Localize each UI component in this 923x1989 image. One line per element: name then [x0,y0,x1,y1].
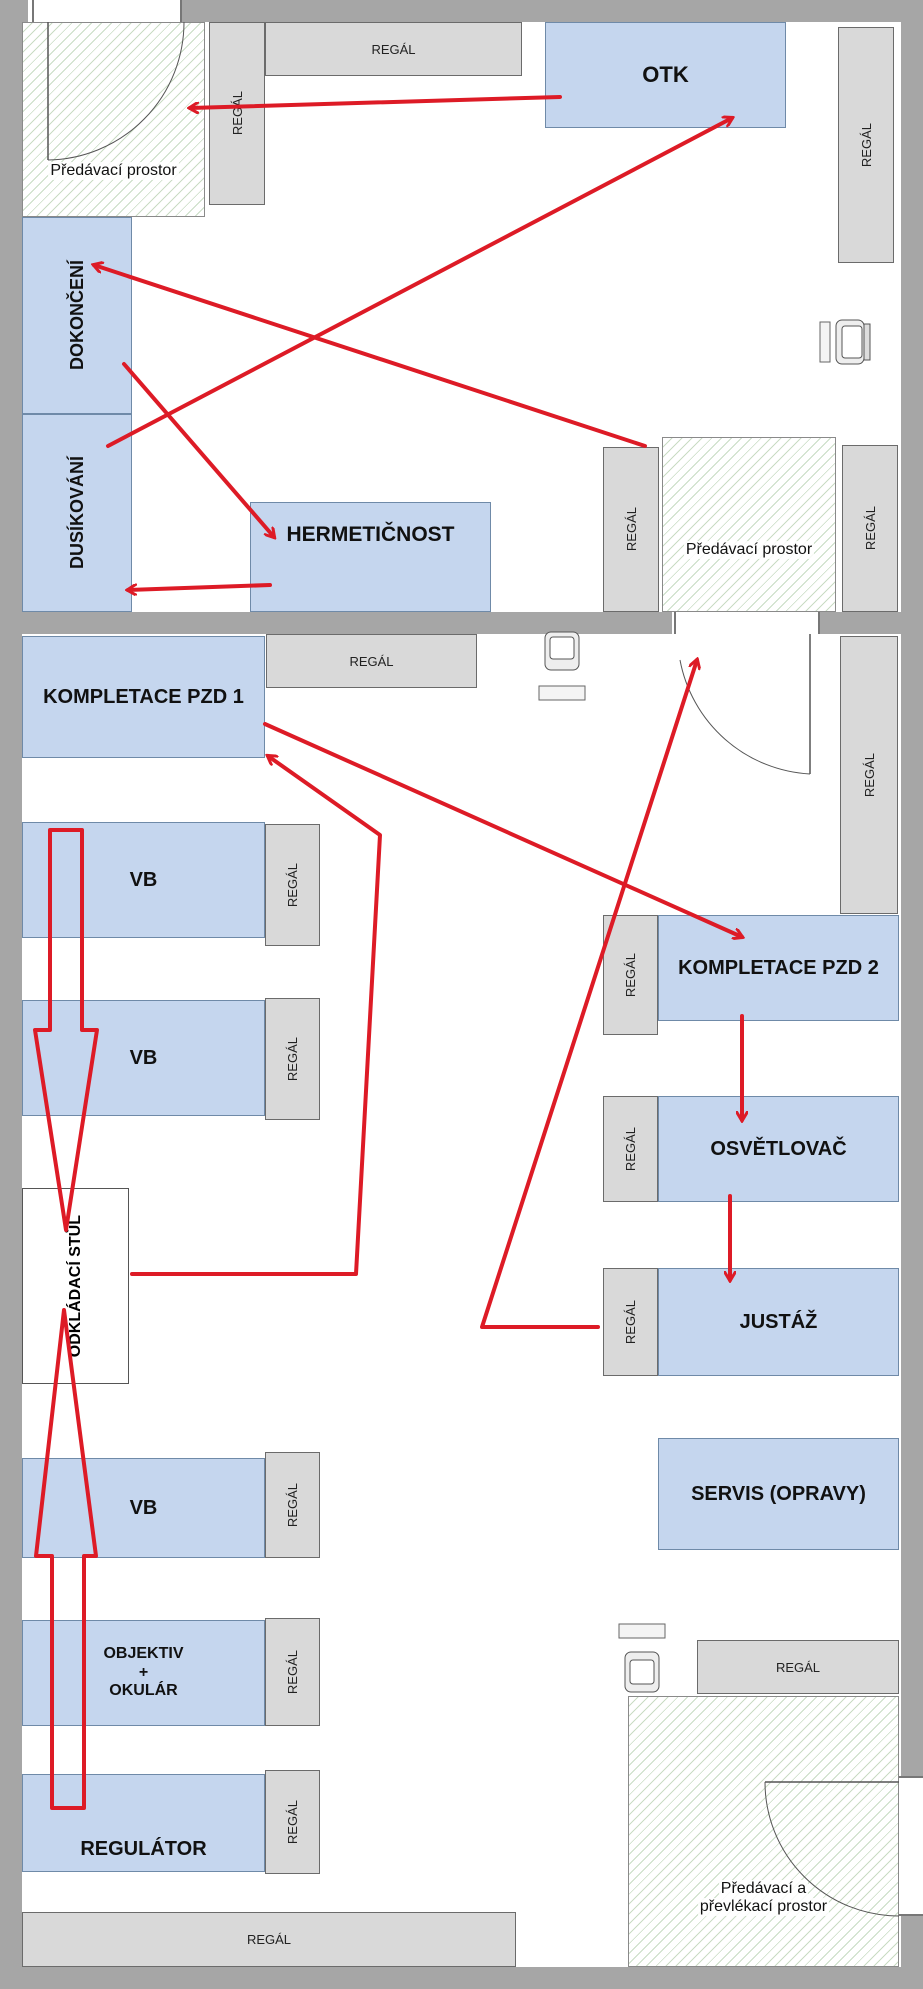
door-partition [674,612,820,634]
station-dokonceni: DOKONČENÍ [22,217,132,414]
station-regulator: REGULÁTOR [22,1774,265,1872]
partition-wall-right [820,612,923,634]
shelf-lower-10: REGÁL [603,1096,658,1202]
shelf-lower-3: REGÁL [265,824,320,946]
door-top-left [32,0,182,22]
shelf-lower-4: REGÁL [265,998,320,1120]
shelf-upper-1: REGÁL [209,22,265,205]
shelf-lower-11: REGÁL [603,1268,658,1376]
wall-top [180,0,923,22]
flow-arrow [34,1308,98,1810]
station-objektiv-okular: OBJEKTIV + OKULÁR [22,1620,265,1726]
shelf-lower-5: REGÁL [265,1452,320,1558]
shelf-lower-7: REGÁL [265,1770,320,1874]
station-vb-3: VB [22,1458,265,1558]
flow-arrow [263,722,742,937]
shelf-upper-4: REGÁL [603,447,659,612]
station-otk: OTK [545,22,786,128]
chair-icon [537,630,587,704]
shelf-upper-5: REGÁL [842,445,898,612]
station-justaz: JUSTÁŽ [658,1268,899,1376]
handover-changing-area: Předávací a převlékací prostor [628,1696,899,1967]
flow-arrow [94,265,647,448]
chair-icon [617,1622,667,1696]
station-osvetlovac: OSVĚTLOVAČ [658,1096,899,1202]
shelf-lower-12: REGÁL [697,1640,899,1694]
shelf-lower-6: REGÁL [265,1618,320,1726]
wall-bottom [0,1967,923,1989]
station-vb-2: VB [22,1000,265,1116]
wall-left [0,0,22,1989]
handover-area-top-right: Předávací prostor [662,437,836,612]
handover-area-label: Předávací prostor [683,540,815,559]
shelf-lower-1: REGÁL [266,634,477,688]
station-kompletace-pzd-1: KOMPLETACE PZD 1 [22,636,265,758]
shelf-lower-9: REGÁL [603,915,658,1035]
wall-top-left-stub [0,0,28,22]
shelf-upper-3: REGÁL [838,27,894,263]
door-right-lower [899,1776,923,1916]
handover-area-top-left: Předávací prostor [22,22,205,217]
station-servis: SERVIS (OPRAVY) [658,1438,899,1550]
station-dusikovani: DUSÍKOVÁNÍ [22,414,132,612]
shelf-lower-8: REGÁL [22,1912,516,1967]
chair-icon [818,318,888,366]
partition-wall-left [0,612,672,634]
shelf-upper-2: REGÁL [265,22,522,76]
station-kompletace-pzd-2: KOMPLETACE PZD 2 [658,915,899,1021]
station-hermeticnost: HERMETIČNOST [250,502,491,612]
station-vb-1: VB [22,822,265,938]
odkladaci-stul: ODKLÁDACÍ STŮL [22,1188,129,1384]
handover-area-label: Předávací prostor [48,162,179,180]
wall-right [901,0,923,1989]
shelf-lower-2: REGÁL [840,636,898,914]
flow-arrow [128,583,272,590]
